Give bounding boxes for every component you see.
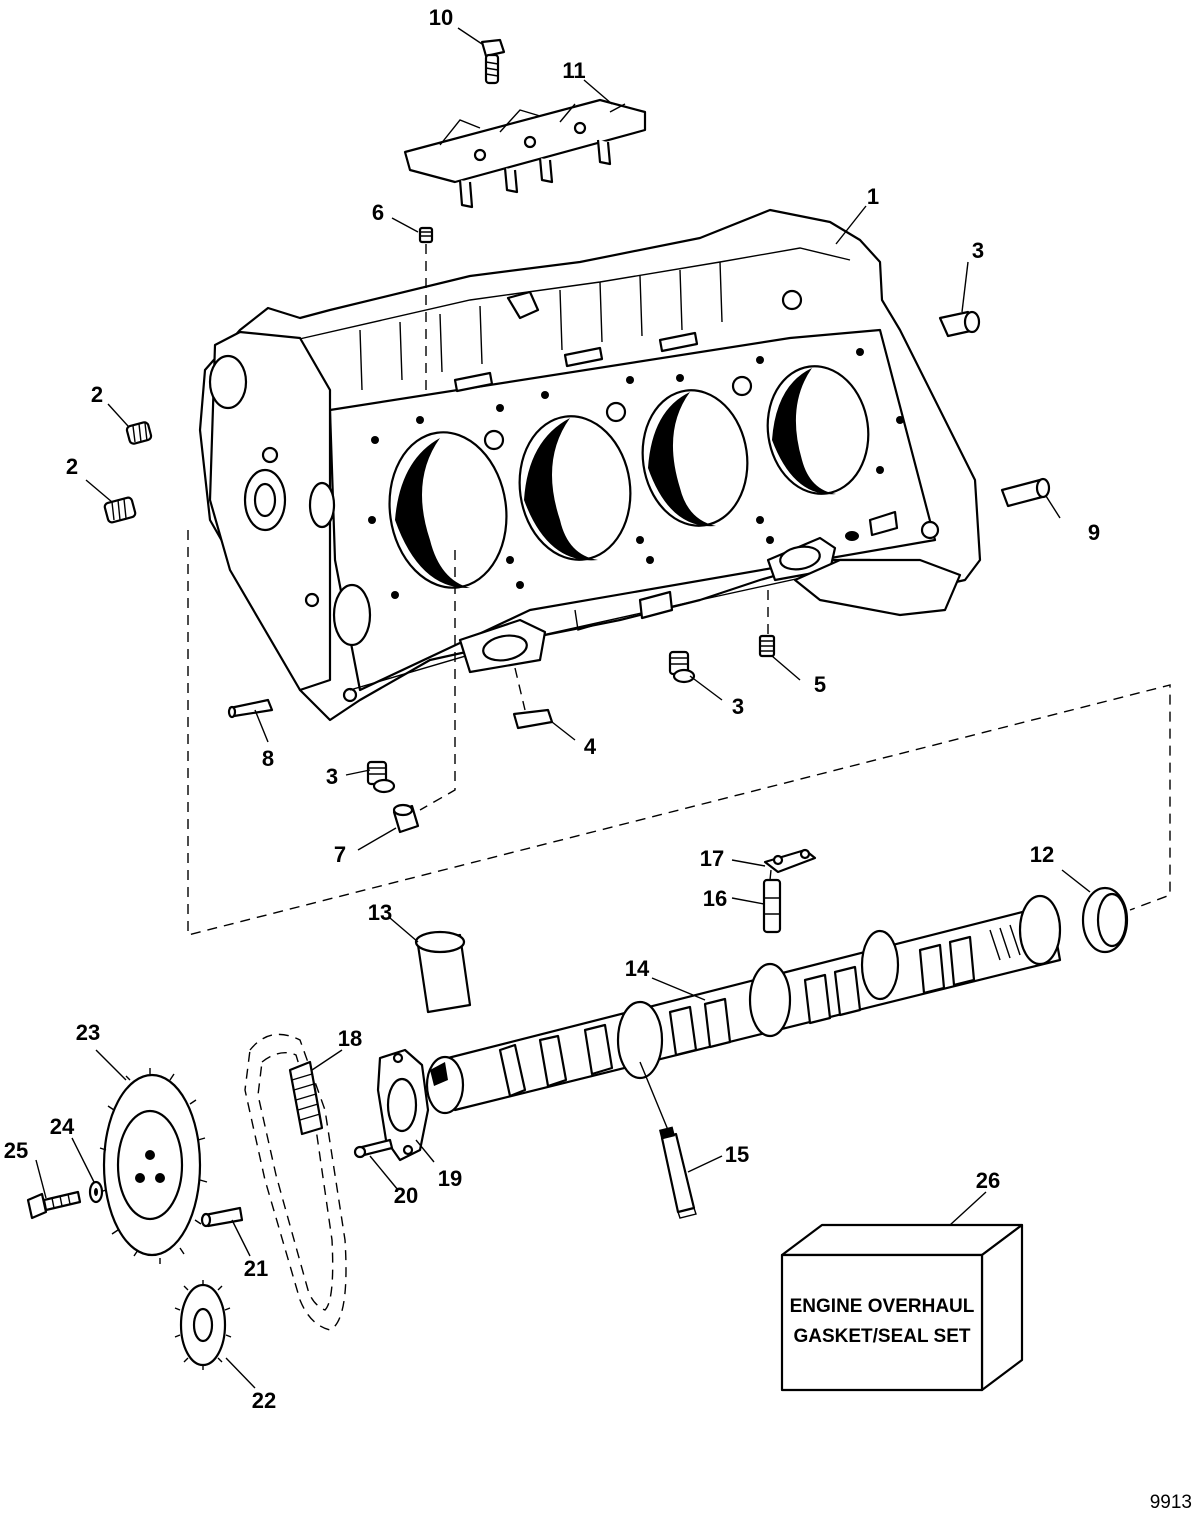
callout-13: 13 [368, 900, 392, 925]
plug-7 [392, 803, 420, 834]
callout-26: 26 [976, 1168, 1000, 1193]
callout-7: 7 [334, 842, 346, 867]
callout-16: 16 [703, 886, 727, 911]
camshaft-14 [425, 894, 1062, 1115]
bearing-12 [1081, 886, 1129, 954]
callout-labels: 10 11 6 1 3 2 2 9 5 3 4 8 3 7 17 16 12 1… [4, 5, 1100, 1413]
callout-19: 19 [438, 1166, 462, 1191]
dashed-line-4 [514, 667, 526, 711]
callout-23: 23 [76, 1020, 100, 1045]
callout-10: 10 [429, 5, 453, 30]
kit-line-2: GASKET/SEAL SET [793, 1326, 970, 1347]
plug-2-lower [103, 496, 137, 524]
dashed-line-camshaft-bay [187, 530, 1171, 936]
crank-sprocket-22 [174, 1280, 232, 1370]
callout-8: 8 [262, 746, 274, 771]
leader-lines [35, 27, 1091, 1389]
callout-3-top: 3 [972, 238, 984, 263]
callout-15: 15 [725, 1142, 749, 1167]
callout-3-lower: 3 [326, 764, 338, 789]
callout-22: 22 [252, 1388, 276, 1413]
callout-5: 5 [814, 672, 826, 697]
bracket-11 [403, 98, 647, 209]
lifter-16 [762, 878, 782, 934]
callout-3-middle: 3 [732, 694, 744, 719]
callout-9: 9 [1088, 520, 1100, 545]
retainer-17 [763, 848, 817, 874]
dowel-8 [227, 698, 274, 719]
callout-1: 1 [867, 184, 879, 209]
bearing-13 [414, 930, 472, 1014]
screw-20 [353, 1138, 394, 1159]
callout-17: 17 [700, 846, 724, 871]
callout-25: 25 [4, 1138, 28, 1163]
tube-15 [658, 1126, 697, 1219]
dowel-21 [200, 1206, 244, 1228]
gasket-kit-box-26: ENGINE OVERHAUL GASKET/SEAL SET [780, 1223, 1024, 1392]
seal-4 [512, 708, 554, 730]
timing-chain-18 [244, 1033, 347, 1331]
bolt-25 [26, 1190, 82, 1220]
callout-11: 11 [562, 58, 585, 83]
callout-20: 20 [394, 1183, 418, 1208]
plug-3-top [938, 310, 981, 338]
dowel-9 [1000, 477, 1051, 508]
plug-3-middle [668, 650, 696, 684]
washer-24 [88, 1180, 104, 1204]
engine-block-1 [198, 208, 982, 722]
callout-12: 12 [1030, 842, 1054, 867]
dashed-line-lifter [769, 859, 773, 881]
plug-3-lower [366, 760, 396, 794]
plug-6 [418, 226, 434, 244]
callout-6: 6 [372, 200, 384, 225]
callout-21: 21 [244, 1256, 268, 1281]
callout-24: 24 [50, 1114, 75, 1139]
cam-sprocket-23 [99, 1068, 208, 1264]
callout-18: 18 [338, 1026, 362, 1051]
head-bolt-holes [368, 348, 904, 599]
figure-number: 9913 [1150, 1492, 1192, 1513]
callout-2-upper: 2 [91, 382, 103, 407]
callout-4: 4 [584, 734, 597, 759]
dashed-line-7 [419, 550, 456, 811]
bolt-10 [480, 38, 506, 85]
callout-2-lower: 2 [66, 454, 78, 479]
thrust-plate-19 [376, 1048, 430, 1162]
plug-2-upper [125, 421, 153, 445]
callout-14: 14 [625, 956, 650, 981]
kit-line-1: ENGINE OVERHAUL [790, 1296, 975, 1317]
plug-5 [758, 634, 776, 658]
